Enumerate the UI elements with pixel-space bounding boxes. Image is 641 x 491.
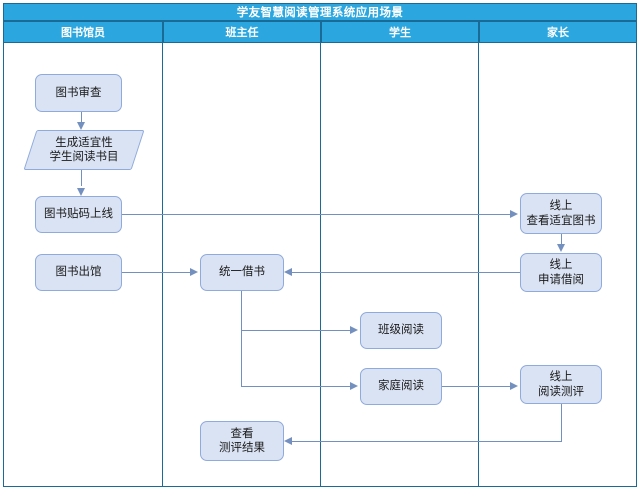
lane-header-headteacher: 班主任	[163, 21, 321, 43]
edge-n5-trunk	[241, 290, 242, 386]
edge-n10-n5-arrow	[284, 267, 292, 276]
node-book-tagging-online[interactable]: 图书贴码上线	[35, 196, 122, 233]
lane-header-student: 学生	[321, 21, 479, 43]
node-book-checkout[interactable]: 图书出馆	[35, 254, 122, 291]
lane-header-parent: 家长	[479, 21, 637, 43]
edge-n3-n9-line	[122, 214, 512, 215]
node-view-assessment-result[interactable]: 查看 测评结果	[200, 421, 284, 461]
node-online-borrow-request-text: 线上 申请借阅	[538, 258, 584, 287]
node-class-reading[interactable]: 班级阅读	[360, 312, 442, 349]
node-online-borrow-request[interactable]: 线上 申请借阅	[520, 253, 602, 292]
node-online-reading-assessment-text: 线上 阅读测评	[538, 370, 584, 399]
node-online-borrow-request-line1: 线上	[549, 259, 573, 272]
node-online-view-suitable-books-line2: 查看适宜图书	[526, 214, 596, 227]
node-online-borrow-request-line2: 申请借阅	[538, 273, 584, 286]
edge-n9-n10-line	[561, 234, 562, 245]
node-online-view-suitable-books-line1: 线上	[549, 200, 573, 213]
edge-n10-n5-line	[292, 272, 520, 273]
node-family-reading[interactable]: 家庭阅读	[360, 368, 442, 405]
node-generate-booklist-line2: 学生阅读书目	[49, 151, 119, 163]
edge-n9-n10-arrow	[556, 244, 565, 252]
node-view-assessment-result-text: 查看 测评结果	[219, 427, 265, 456]
diagram-title: 学友智慧阅读管理系统应用场景	[3, 3, 637, 21]
edge-n4-n5-arrow	[190, 267, 198, 276]
edge-n2-n3-arrow	[76, 188, 85, 196]
edge-n1-n2-arrow	[76, 122, 85, 130]
lane-divider-3	[478, 43, 479, 487]
edge-n11-n6-hline	[292, 441, 562, 442]
edge-n5-n8-line	[241, 386, 352, 387]
node-online-view-suitable-books[interactable]: 线上 查看适宜图书	[520, 193, 602, 234]
edge-n3-n9-arrow	[510, 209, 518, 218]
node-book-review[interactable]: 图书审查	[35, 74, 122, 112]
edge-n4-n5-line	[122, 272, 192, 273]
edge-n5-n8-arrow	[350, 381, 358, 390]
node-online-view-suitable-books-text: 线上 查看适宜图书	[527, 199, 596, 228]
node-view-assessment-result-line2: 测评结果	[219, 442, 265, 454]
node-generate-booklist[interactable]: 生成适宜性 学生阅读书目	[23, 130, 145, 170]
node-generate-booklist-text: 生成适宜性 学生阅读书目	[50, 136, 119, 165]
lane-divider-1	[162, 43, 163, 487]
node-unified-borrowing[interactable]: 统一借书	[200, 254, 284, 291]
edge-n11-n6-vline	[561, 403, 562, 442]
lane-divider-2	[320, 43, 321, 487]
node-generate-booklist-line1: 生成适宜性	[55, 136, 113, 149]
lane-header-librarian: 图书馆员	[3, 21, 163, 43]
edge-n8-n11-line	[442, 386, 512, 387]
edge-n1-n2-line	[81, 112, 82, 125]
node-online-reading-assessment[interactable]: 线上 阅读测评	[520, 365, 602, 404]
node-online-reading-assessment-line1: 线上	[549, 371, 573, 384]
edge-n11-n6-arrow	[284, 436, 292, 445]
edge-n2-n3-line	[81, 170, 82, 186]
edge-n8-n11-arrow	[510, 381, 518, 390]
node-online-reading-assessment-line2: 阅读测评	[538, 385, 584, 398]
edge-n5-n7-line	[241, 330, 352, 331]
edge-n5-n7-arrow	[350, 325, 358, 334]
node-view-assessment-result-line1: 查看	[230, 427, 254, 440]
